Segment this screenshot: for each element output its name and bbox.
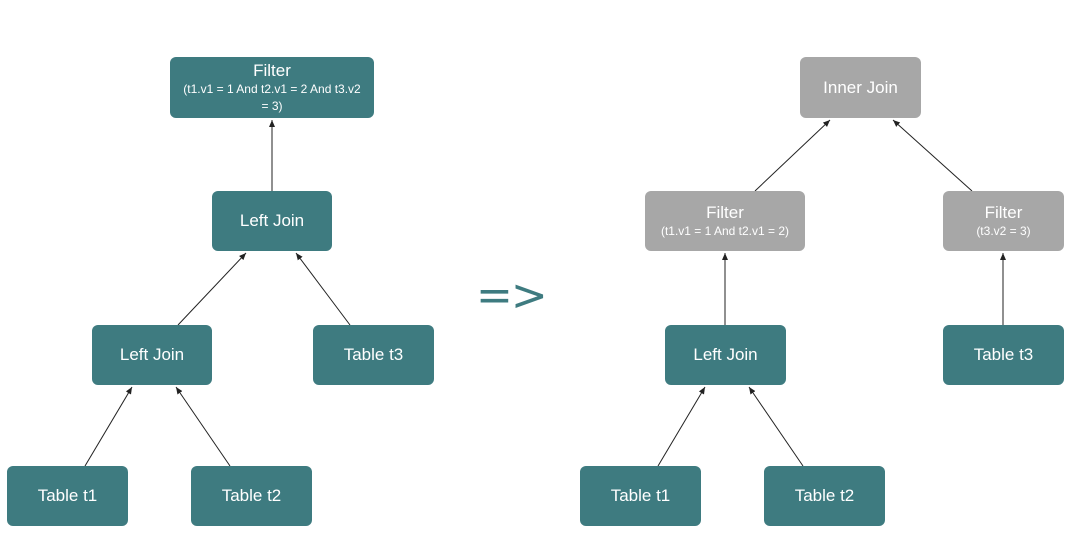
- left-filter-label: Filter: [253, 60, 291, 80]
- edge-leftjoin2-to-leftjoin: [177, 252, 247, 326]
- right-table-t2-node: Table t2: [764, 466, 885, 526]
- edge-t1-to-leftjoin-right: [657, 386, 706, 467]
- right-filter-left-node: Filter (t1.v1 = 1 And t2.v1 = 2): [645, 191, 805, 251]
- right-table-t1-node: Table t1: [580, 466, 701, 526]
- edge-filterL-to-innerjoin: [754, 119, 831, 192]
- right-table-t3-node: Table t3: [943, 325, 1064, 385]
- right-table-t3-label: Table t3: [973, 345, 1034, 364]
- left-filter-condition: (t1.v1 = 1 And t2.v1 = 2 And t3.v2 = 3): [183, 81, 361, 113]
- transform-arrow-symbol: =>: [476, 270, 548, 321]
- left-table-t1-label: Table t1: [37, 486, 98, 505]
- left-leftjoin-top-node: Left Join: [212, 191, 332, 251]
- right-table-t1-label: Table t1: [610, 486, 671, 505]
- edge-filterR-to-innerjoin: [892, 119, 973, 192]
- right-filter-right-node: Filter (t3.v2 = 3): [943, 191, 1064, 251]
- left-leftjoin-bottom-node: Left Join: [92, 325, 212, 385]
- left-leftjoin-bottom-label: Left Join: [119, 345, 185, 364]
- right-leftjoin-node: Left Join: [665, 325, 786, 385]
- left-table-t3-label: Table t3: [343, 345, 404, 364]
- left-leftjoin-top-label: Left Join: [239, 211, 305, 230]
- right-table-t2-label: Table t2: [794, 486, 855, 505]
- left-table-t2-label: Table t2: [221, 486, 282, 505]
- left-table-t2-node: Table t2: [191, 466, 312, 526]
- right-innerjoin-label: Inner Join: [823, 77, 898, 97]
- edge-t2-to-leftjoin2: [175, 386, 231, 467]
- right-filter-left-condition: (t1.v1 = 1 And t2.v1 = 2): [660, 223, 790, 238]
- edge-t2-to-leftjoin-right: [748, 386, 804, 467]
- right-innerjoin-node: Inner Join: [800, 57, 921, 118]
- left-table-t3-node: Table t3: [313, 325, 434, 385]
- left-table-t1-node: Table t1: [7, 466, 128, 526]
- edge-t1-to-leftjoin2: [84, 386, 133, 467]
- right-filter-right-condition: (t3.v2 = 3): [976, 223, 1031, 238]
- right-filter-right-label: Filter: [984, 202, 1023, 222]
- right-leftjoin-label: Left Join: [693, 345, 758, 364]
- edge-t3-to-leftjoin: [295, 252, 351, 326]
- right-filter-left-label: Filter: [706, 202, 744, 222]
- left-filter-node: Filter (t1.v1 = 1 And t2.v1 = 2 And t3.v…: [170, 57, 374, 118]
